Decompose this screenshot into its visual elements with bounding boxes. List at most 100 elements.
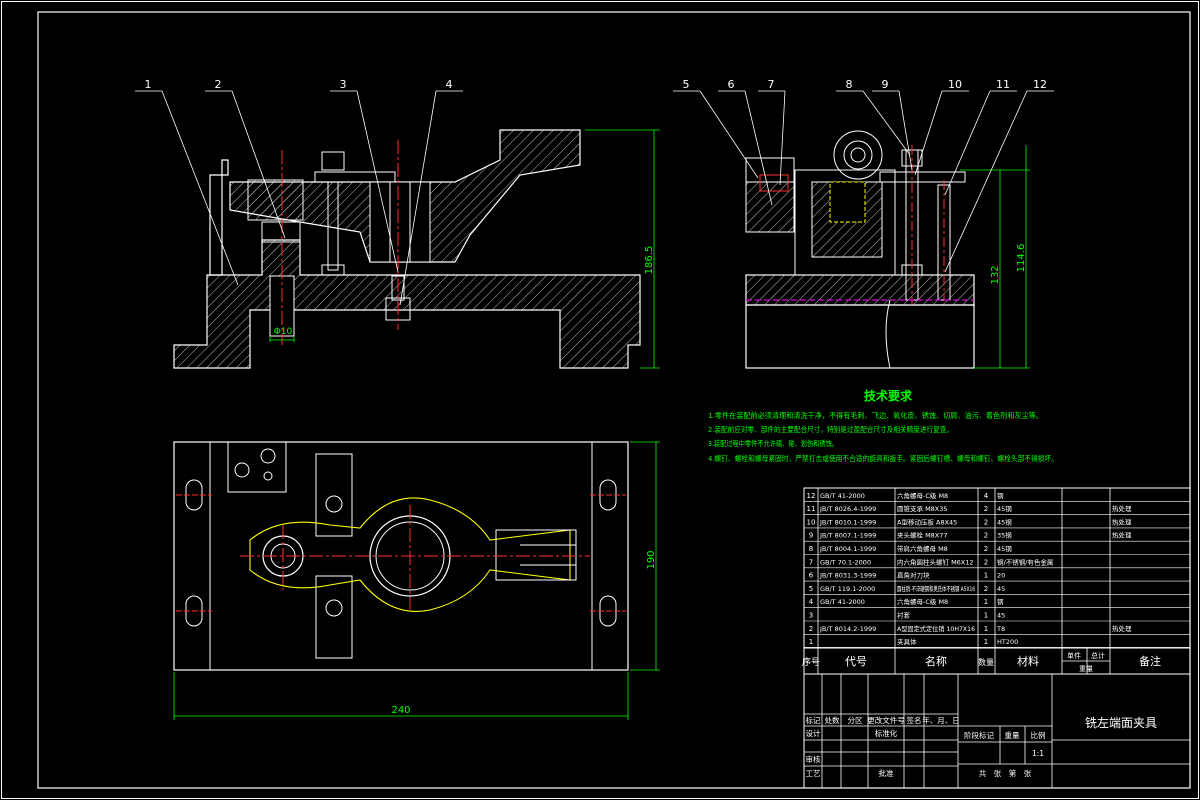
plan-base <box>173 441 629 671</box>
tb-zone: 分区 <box>848 716 863 725</box>
balloon-labels: 1 2 3 4 5 6 7 8 9 10 11 12 <box>145 78 1048 91</box>
technical-requirements: 技术要求 1.零件在装配前必须清理和清洗干净，不得有毛刺、飞边、氧化皮、锈蚀、切… <box>708 388 1058 463</box>
tb-mark: 标记 <box>806 715 821 725</box>
bom-row-7-no: 7 <box>809 558 813 566</box>
bom-header-material: 材料 <box>1017 654 1039 668</box>
tb-date: 年、月、日 <box>922 715 960 725</box>
inner-frame <box>37 11 1191 789</box>
bom-row-9-no: 9 <box>809 532 813 540</box>
plan-setting-block <box>227 441 287 493</box>
balloon-2: 2 <box>215 78 222 91</box>
bom-row-8-material: 45钢 <box>997 545 1012 553</box>
bom-row-6-code: JB/T 8031.3-1999 <box>819 572 876 580</box>
bom-row-6-no: 6 <box>809 572 814 580</box>
bom-row-5-qty: 2 <box>984 585 988 593</box>
side-base <box>745 304 975 369</box>
balloon-1: 1 <box>145 78 152 91</box>
bom-row-11-material: 45钢 <box>997 505 1012 513</box>
bom-row-1-no: 1 <box>809 638 813 646</box>
setting-block <box>745 157 795 183</box>
tb-stage: 阶段标记 <box>964 730 994 740</box>
plan-clamp-bottom <box>315 575 353 659</box>
bom-row-3-material: 45 <box>997 612 1005 620</box>
plan-clamp-top <box>315 453 353 537</box>
bom-row-11-note: 热处理 <box>1112 504 1132 513</box>
bom-row-9-note: 热处理 <box>1112 531 1132 540</box>
bom-row-5-no: 5 <box>809 585 813 593</box>
bom-row-7-name: 内六角圆柱头螺钉 M6X12 <box>897 557 974 566</box>
balloon-5: 5 <box>683 78 690 91</box>
tech-req-line-3: 3.装配过程中零件不允许磕、碰、划伤和锈蚀。 <box>708 439 838 448</box>
bom-row-8-name: 带肩六角螺母 M8 <box>897 544 948 553</box>
dim-plan-width: 240 <box>391 705 410 716</box>
bom-row-1-name: 夹具体 <box>897 637 917 646</box>
side-upright <box>794 169 896 276</box>
balloon-7: 7 <box>768 78 775 91</box>
bom-row-5-code: GB/T 119.1-2000 <box>820 585 875 593</box>
bom-row-2-qty: 1 <box>984 625 988 633</box>
tb-standard: 标准化 <box>875 728 898 738</box>
bom-row-5-material: 45 <box>997 585 1005 593</box>
tb-count: 处数 <box>825 715 840 725</box>
bom-row-3-no: 3 <box>809 612 813 620</box>
bom-header-name: 名称 <box>925 654 947 668</box>
tb-sheets: 共 张 第 张 <box>979 768 1032 778</box>
bom-row-1-material: HT200 <box>997 638 1018 646</box>
bom-row-10-material: 45钢 <box>997 518 1012 526</box>
bom-row-9-qty: 2 <box>984 532 988 540</box>
bom-row-10-no: 10 <box>807 518 816 526</box>
dim-front-height: 186.5 <box>644 246 655 275</box>
bom-row-9-name: 夹头螺栓 M8X77 <box>897 531 948 540</box>
tb-design: 设计 <box>806 728 821 738</box>
bom-row-9-code: JB/T 8007.1-1999 <box>819 532 876 540</box>
bom-row-2-name: A型固定式定位销 10H7X16 <box>897 624 975 633</box>
tech-req-line-1: 1.零件在装配前必须清理和清洗干净，不得有毛刺、飞边、氧化皮、锈蚀、切屑、油污、… <box>708 411 1043 420</box>
bom-row-12-qty: 4 <box>984 492 989 500</box>
balloon-6: 6 <box>728 78 735 91</box>
tb-docno: 更改文件号 <box>867 715 905 725</box>
tech-req-heading: 技术要求 <box>864 388 913 403</box>
bom-row-2-code: JB/T 8014.2-1999 <box>819 625 876 633</box>
bom-header-qty: 数量 <box>978 657 994 667</box>
workpiece-boss <box>369 181 431 263</box>
bom-row-11-no: 11 <box>807 505 816 513</box>
tb-scale-label: 比例 <box>1031 730 1046 740</box>
tb-approve: 批准 <box>879 768 894 778</box>
clamp-plate <box>314 171 396 183</box>
bom-header-code: 代号 <box>845 655 867 668</box>
bom-header-no: 序号 <box>802 656 820 668</box>
front-section-view: 186.5 Φ10 <box>173 129 660 369</box>
tb-scale-value: 1:1 <box>1032 749 1044 758</box>
bom-row-8-qty: 2 <box>984 545 988 553</box>
leader-lines <box>135 90 1054 306</box>
bom-row-12-name: 六角螺母-C级 M8 <box>897 491 948 500</box>
bom-row-1-qty: 1 <box>984 638 988 646</box>
balloon-12: 12 <box>1033 78 1047 91</box>
bom-row-6-name: 直角对刀块 <box>897 571 930 580</box>
title-block: 标记 处数 分区 更改文件号 签名 年、月、日 设计 标准化 阶段标记 重量 比… <box>803 673 1191 789</box>
bom-row-2-material: T8 <box>996 625 1005 633</box>
left-upright <box>209 159 229 276</box>
tb-sign: 签名 <box>907 715 922 725</box>
dim-side-inner: 132 <box>990 265 1001 284</box>
bom-row-3-qty: 1 <box>984 612 988 620</box>
balloon-8: 8 <box>846 78 853 91</box>
bom-header-note: 备注 <box>1139 654 1161 668</box>
tb-check: 审核 <box>806 754 821 764</box>
bom-row-4-material: 钢 <box>997 598 1004 606</box>
bom-row-3-name: 衬套 <box>897 611 911 620</box>
bom-row-7-code: GB/T 70.1-2000 <box>820 558 871 566</box>
bom-row-4-name: 六角螺母-C级 M8 <box>897 597 948 606</box>
balloon-9: 9 <box>882 78 889 91</box>
bom-row-12-no: 12 <box>807 492 816 500</box>
locating-pin <box>261 221 301 243</box>
balloon-3: 3 <box>340 78 347 91</box>
dim-bore: Φ10 <box>274 327 293 337</box>
bom-row-4-no: 4 <box>809 598 814 606</box>
tb-process: 工艺 <box>806 769 821 778</box>
tech-req-line-4: 4.螺钉、螺栓和螺母紧固时，严禁打击或使用不合适的旋具和扳手。紧固后螺钉槽、螺母… <box>708 454 1058 463</box>
bom-row-2-note: 热处理 <box>1112 624 1132 633</box>
